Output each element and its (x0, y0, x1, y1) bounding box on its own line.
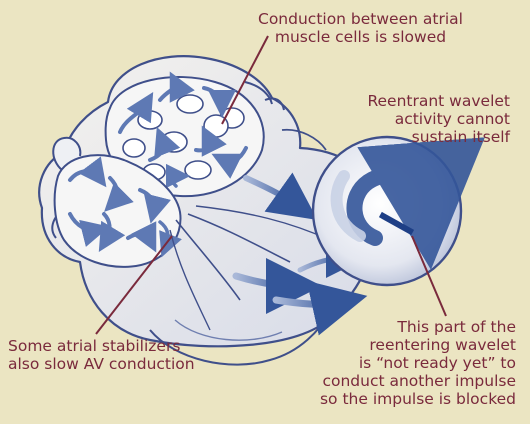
conduction-arrow (276, 300, 340, 304)
muscle-cell (185, 161, 211, 179)
muscle-cell (177, 95, 203, 113)
label-conduction-slowed: Conduction between atrial muscle cells i… (258, 10, 463, 46)
label-not-ready-yet: This part of the reentering wavelet is “… (320, 318, 516, 408)
label-wavelet-cannot-sustain: Reentrant wavelet activity cannot sustai… (367, 92, 510, 146)
muscle-cell (161, 132, 187, 152)
muscle-cell (138, 111, 162, 129)
muscle-cell (123, 139, 145, 157)
label-atrial-stabilizers: Some atrial stabilizers also slow AV con… (8, 337, 195, 373)
reentry-magnified-circle (313, 137, 461, 285)
